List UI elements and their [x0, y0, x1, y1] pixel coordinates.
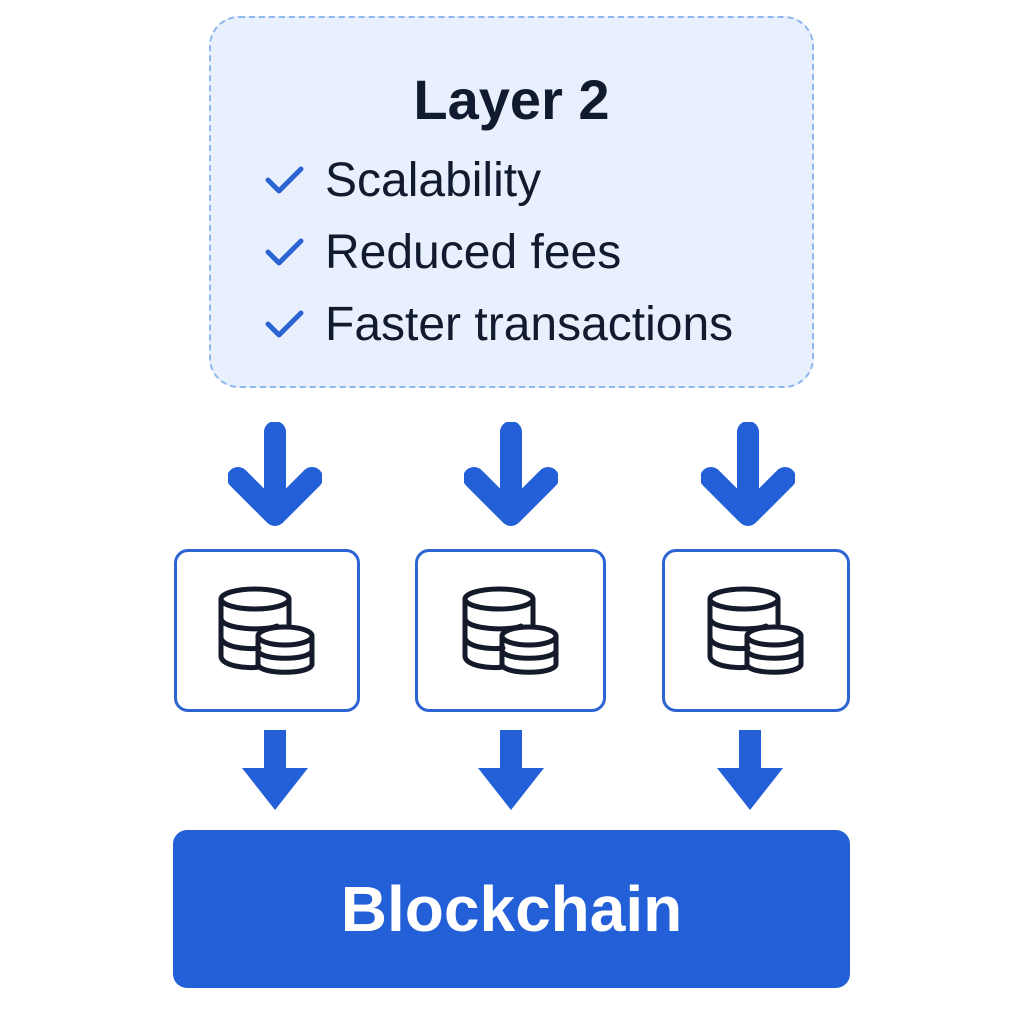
blockchain-label: Blockchain — [340, 873, 683, 945]
arrow-down-icon — [717, 730, 783, 810]
arrow-down-icon — [464, 422, 558, 526]
arrow-down-icon — [228, 422, 322, 526]
benefit-label: Reduced fees — [325, 225, 622, 279]
database-coins-icon — [218, 586, 315, 675]
layer2-node-3 — [662, 549, 850, 712]
database-coins-icon — [707, 586, 804, 675]
benefit-list: Scalability Reduced fees Faster transact… — [263, 144, 733, 360]
blockchain-bar: Blockchain — [173, 830, 850, 988]
layer2-node-1 — [174, 549, 360, 712]
benefit-item-faster-transactions: Faster transactions — [263, 288, 733, 360]
layer2-panel: Layer 2 Scalability Reduced fees Faster … — [209, 16, 814, 388]
arrow-down-icon — [701, 422, 795, 526]
arrow-down-icon — [478, 730, 544, 810]
benefit-label: Faster transactions — [325, 297, 734, 351]
benefit-item-scalability: Scalability — [263, 144, 733, 216]
check-icon — [265, 238, 304, 266]
layer2-node-2 — [415, 549, 606, 712]
layer2-title: Layer 2 — [413, 68, 610, 131]
check-icon — [265, 166, 304, 194]
benefit-item-reduced-fees: Reduced fees — [263, 216, 733, 288]
database-coins-icon — [462, 586, 558, 675]
arrow-down-icon — [242, 730, 308, 810]
check-icon — [265, 310, 304, 338]
benefit-label: Scalability — [325, 153, 542, 207]
